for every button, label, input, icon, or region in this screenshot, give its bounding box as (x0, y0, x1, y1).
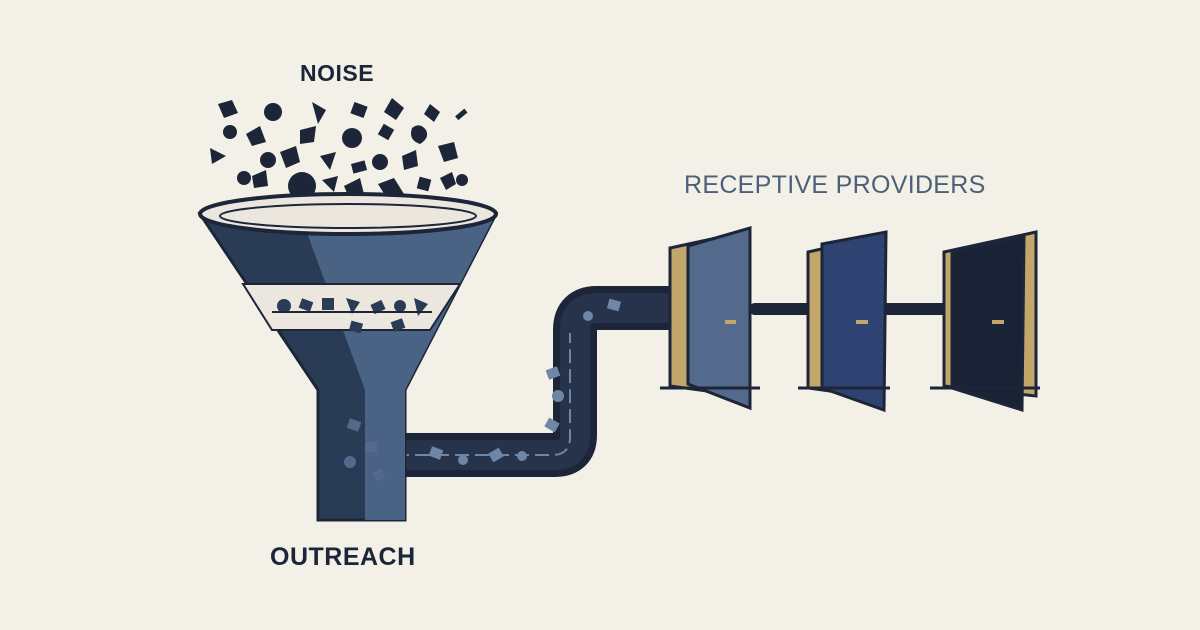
funnel-icon (197, 192, 499, 522)
noise-label: NOISE (300, 60, 375, 86)
receptive-providers-label: RECEPTIVE PROVIDERS (684, 171, 986, 199)
door-icon-3 (930, 230, 1040, 413)
outreach-label: OUTREACH (270, 543, 416, 571)
door-icon-2 (798, 230, 890, 413)
door-icon-1 (660, 226, 760, 411)
pipe-icon (363, 286, 722, 477)
